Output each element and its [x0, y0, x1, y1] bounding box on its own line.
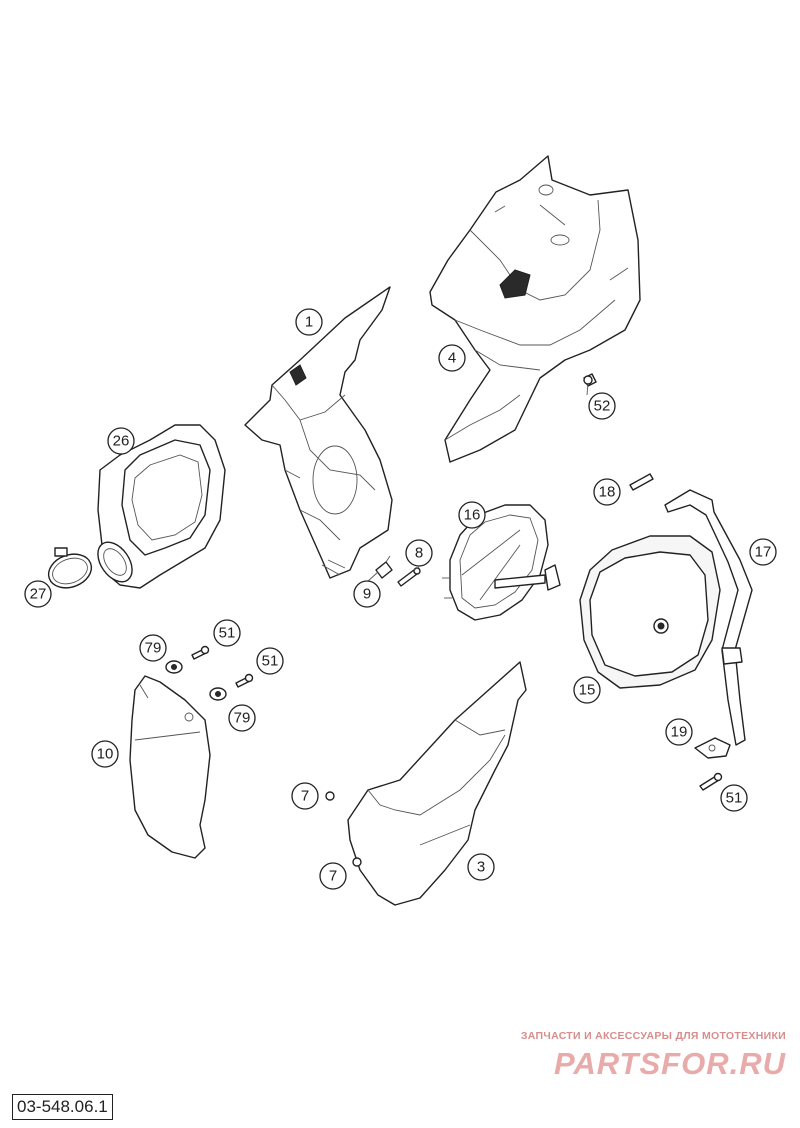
callout-1: 1 [295, 308, 323, 336]
svg-text:10: 10 [97, 746, 114, 763]
svg-text:79: 79 [234, 710, 251, 727]
part-17-filter-holder [664, 489, 753, 746]
svg-text:8: 8 [415, 545, 423, 562]
svg-text:79: 79 [145, 640, 162, 657]
svg-text:19: 19 [671, 724, 688, 741]
svg-text:26: 26 [113, 433, 130, 450]
part-51-screw-lower-right [699, 772, 723, 791]
part-18-pin [629, 473, 654, 491]
part-26-filter-boot [97, 424, 226, 589]
svg-text:52: 52 [594, 398, 611, 415]
part-10-side-cover-left [129, 675, 211, 859]
callout-26: 26 [107, 427, 135, 455]
callout-79-lower: 79 [228, 704, 256, 732]
callout-15: 15 [573, 676, 601, 704]
part-19-bracket [694, 737, 731, 759]
callout-51-lower: 51 [720, 784, 748, 812]
part-7-screws [325, 791, 362, 867]
callouts: 1 4 52 26 16 8 9 18 [24, 308, 777, 890]
svg-text:51: 51 [219, 625, 236, 642]
part-4-airbox-housing [429, 155, 641, 463]
watermark-tagline: ЗАПЧАСТИ И АКСЕССУАРЫ ДЛЯ МОТОТЕХНИКИ [520, 1030, 786, 1042]
callout-16: 16 [458, 501, 486, 529]
callout-4: 4 [438, 344, 466, 372]
callout-10: 10 [91, 740, 119, 768]
callout-7-upper: 7 [291, 782, 319, 810]
callout-7-lower: 7 [319, 862, 347, 890]
svg-text:15: 15 [579, 682, 596, 699]
callout-51-upper: 51 [213, 619, 241, 647]
svg-text:51: 51 [726, 790, 743, 807]
part-3-side-cover-right [347, 661, 527, 906]
callout-79-upper: 79 [139, 634, 167, 662]
callout-52: 52 [588, 392, 616, 420]
svg-text:4: 4 [448, 350, 456, 367]
part-8-screw [397, 567, 421, 587]
callout-3: 3 [467, 853, 495, 881]
svg-text:3: 3 [477, 859, 485, 876]
callout-8: 8 [405, 539, 433, 567]
svg-text:7: 7 [301, 788, 309, 805]
callout-19: 19 [665, 718, 693, 746]
part-1-airbox-frame [244, 286, 393, 579]
callout-27: 27 [24, 580, 52, 608]
part-16-filter-cage [442, 504, 561, 621]
part-27-hose-clamp [47, 547, 93, 589]
svg-text:17: 17 [755, 544, 772, 561]
document-code: 03-548.06.1 [12, 1094, 113, 1120]
svg-text:18: 18 [599, 484, 616, 501]
callout-17: 17 [749, 538, 777, 566]
part-15-air-filter [579, 535, 721, 689]
svg-text:9: 9 [363, 586, 371, 603]
watermark-logo: PARTSFOR.RU [553, 1046, 786, 1081]
svg-text:1: 1 [305, 314, 313, 331]
callout-51-middle: 51 [256, 647, 284, 675]
part-52-screw [583, 375, 593, 385]
svg-text:16: 16 [464, 507, 481, 524]
callout-18: 18 [593, 478, 621, 506]
svg-text:27: 27 [30, 586, 47, 603]
part-9-clip [375, 555, 393, 579]
svg-text:7: 7 [329, 868, 337, 885]
fasteners-left [165, 645, 254, 701]
callout-9: 9 [353, 580, 381, 608]
watermark: ЗАПЧАСТИ И АКСЕССУАРЫ ДЛЯ МОТОТЕХНИКИ PA… [521, 1030, 786, 1082]
svg-text:51: 51 [262, 653, 279, 670]
